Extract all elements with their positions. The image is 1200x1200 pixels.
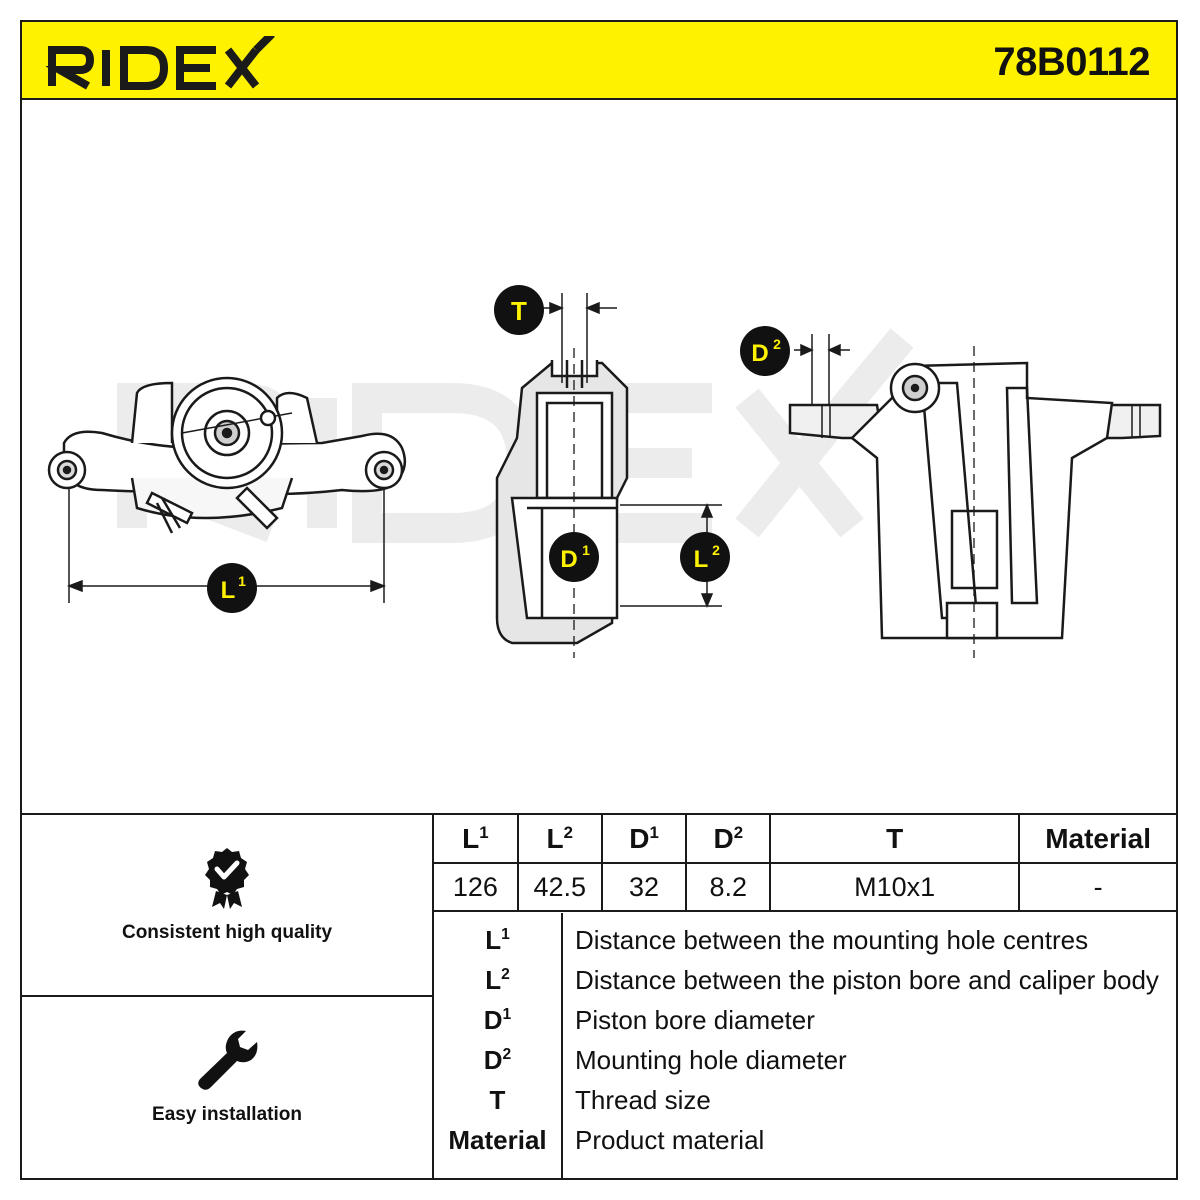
legend-row: Material Product material — [434, 1123, 1178, 1163]
header-bar: 78B0112 — [20, 20, 1178, 100]
legend-description: Piston bore diameter — [575, 1005, 815, 1035]
content-frame: T D 2 D 1 L 2 L 1 — [20, 98, 1178, 1180]
legend-row: L2 Distance between the piston bore and … — [434, 963, 1178, 1003]
quality-badge-icon — [205, 848, 249, 909]
t-dimension — [540, 293, 617, 383]
value-l1: 126 — [434, 862, 519, 912]
feature-label: Easy installation — [152, 1104, 302, 1125]
legend-divider — [561, 913, 563, 1178]
legend-key: D2 — [483, 1045, 512, 1075]
caliper-cross-section — [495, 348, 629, 658]
legend-description: Mounting hole diameter — [575, 1045, 847, 1075]
value-l2: 42.5 — [516, 862, 603, 912]
spec-table: L1 L2 D1 D2 T Material 126 42.5 32 8.2 M… — [434, 815, 1176, 912]
d2-dimension — [794, 334, 850, 405]
col-header-d2: D2 — [685, 815, 772, 864]
value-d2: 8.2 — [685, 862, 772, 912]
callout-d2: D 2 — [740, 326, 790, 376]
feature-label: Consistent high quality — [121, 922, 333, 943]
feature-easy-installation: Easy installation — [22, 1027, 432, 1177]
svg-text:1: 1 — [582, 542, 590, 558]
ridex-logo — [46, 36, 275, 90]
callout-t: T — [494, 285, 544, 335]
legend-key: L2 — [485, 965, 510, 995]
callout-l2: L 2 — [680, 532, 730, 582]
col-header-l1: L1 — [434, 815, 519, 864]
col-header-l2: L2 — [516, 815, 603, 864]
svg-text:2: 2 — [712, 542, 720, 558]
legend-panel: L1 Distance between the mounting hole ce… — [434, 913, 1178, 1178]
value-t: M10x1 — [769, 862, 1021, 912]
feature-consistent-quality: Consistent high quality — [22, 845, 432, 995]
legend-row: L1 Distance between the mounting hole ce… — [434, 923, 1178, 963]
legend-description: Distance between the mounting hole centr… — [575, 925, 1089, 955]
legend-row: D2 Mounting hole diameter — [434, 1043, 1178, 1083]
caliper-side-view — [788, 346, 1162, 658]
wrench-icon — [198, 1030, 258, 1090]
legend-key: L1 — [485, 925, 510, 955]
legend-row: D1 Piston bore diameter — [434, 1003, 1178, 1043]
value-material: - — [1018, 862, 1176, 912]
legend-row: T Thread size — [434, 1083, 1178, 1123]
callout-d1: D 1 — [549, 532, 599, 582]
col-header-d1: D1 — [600, 815, 688, 864]
svg-text:D: D — [751, 340, 768, 367]
caliper-technical-drawing: T D 2 D 1 L 2 L 1 — [47, 285, 1162, 658]
col-header-t: T — [769, 815, 1021, 864]
legend-key: Material — [448, 1125, 547, 1155]
svg-text:L: L — [221, 577, 236, 604]
feature-divider — [22, 995, 432, 997]
legend-key: D1 — [483, 1005, 512, 1035]
spec-value-row: 126 42.5 32 8.2 M10x1 - — [434, 862, 1176, 912]
part-number: 78B0112 — [993, 40, 1150, 84]
svg-text:T: T — [511, 296, 527, 326]
svg-text:2: 2 — [773, 336, 781, 352]
legend-key: T — [489, 1085, 506, 1115]
svg-text:D: D — [560, 546, 577, 573]
value-d1: 32 — [600, 862, 688, 912]
svg-text:1: 1 — [238, 573, 246, 589]
spec-header-row: L1 L2 D1 D2 T Material — [434, 815, 1176, 864]
col-header-material: Material — [1018, 815, 1176, 864]
features-panel: Consistent high quality Easy installatio… — [22, 815, 434, 1178]
callout-l1: L 1 — [207, 563, 257, 613]
legend-description: Product material — [575, 1125, 765, 1155]
section-divider — [22, 813, 1178, 815]
legend-description: Thread size — [575, 1085, 711, 1115]
legend-description: Distance between the piston bore and cal… — [575, 965, 1159, 995]
caliper-front-view — [47, 376, 407, 534]
l2-dimension — [620, 503, 722, 608]
svg-text:L: L — [694, 546, 709, 573]
